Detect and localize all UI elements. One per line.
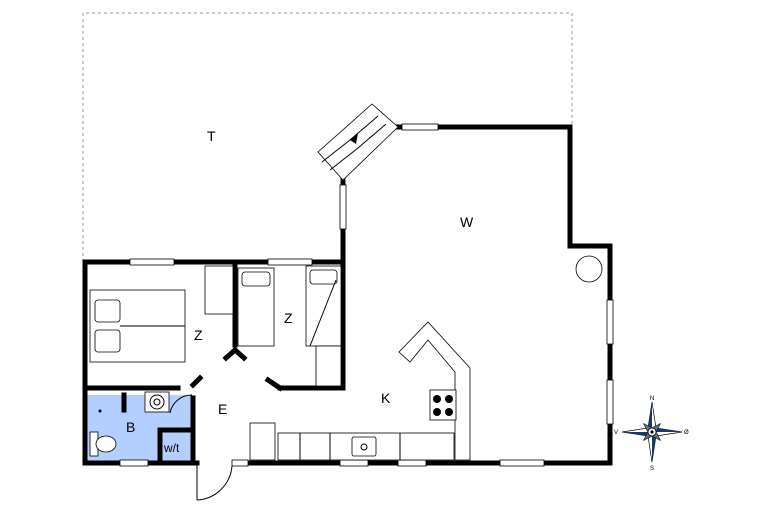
bedroom2-wardrobe [315,345,342,387]
double-bed [89,289,186,363]
room-label-bedroom-1: Z [194,327,203,343]
kitchen-counter [249,321,471,461]
room-label-toilet: w/t [163,441,180,455]
wardrobe [204,265,234,315]
single-bed [237,265,342,347]
room-label-terrace: T [207,128,216,144]
windows [119,123,614,467]
entrance-door [196,463,233,501]
room-label-bedroom-2: Z [284,310,293,326]
wood-stove [575,255,603,283]
room-label-living: W [460,214,474,230]
room-label-entrance: E [218,401,227,417]
room-label-bathroom: B [126,419,135,435]
compass-west: V [614,430,618,436]
compass-north: N [650,396,654,402]
room-label-kitchen: K [381,390,391,406]
compass-rose: N S V Ø [614,396,689,472]
interior-walls [84,259,346,466]
terrace-outline [82,12,573,262]
bathroom-fixtures [89,391,193,457]
compass-south: S [650,466,654,472]
bay-door [317,103,399,181]
compass-east: Ø [684,430,689,436]
